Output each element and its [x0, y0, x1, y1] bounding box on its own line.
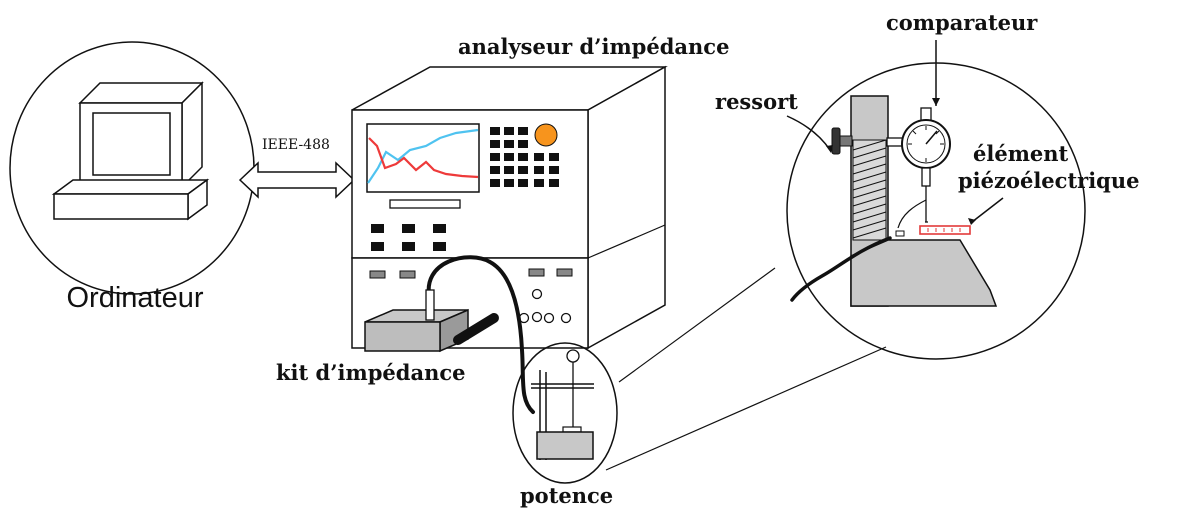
computer-monitor-icon — [78, 81, 204, 189]
computer-keyboard-icon — [51, 178, 210, 221]
double-arrow-icon — [238, 161, 356, 199]
computer-group: Ordinateur — [9, 41, 255, 314]
stand: potence — [512, 342, 618, 508]
element-label-line1: élément — [973, 141, 1069, 166]
kit-cable-end — [453, 313, 499, 345]
spring-hatching — [852, 139, 887, 241]
impedance-analyzer: analyseur d’impédance — [351, 34, 729, 350]
blue-trace — [367, 128, 479, 184]
zoom-line-upper — [618, 267, 776, 383]
analyzer-connectors — [518, 288, 572, 324]
kit-box — [364, 321, 441, 352]
ieee-488-bus: IEEE-488 — [238, 137, 356, 199]
kit-probe — [425, 289, 435, 321]
impedance-kit: kit d’impédance — [276, 255, 535, 414]
detail-view: comparateur ressort élément piézoélectri… — [715, 10, 1140, 360]
analyzer-function-keys — [371, 224, 446, 251]
analyzer-keypad — [490, 127, 559, 187]
analyzer-label: analyseur d’impédance — [458, 34, 729, 59]
stand-enclosure-circle — [512, 342, 618, 484]
kit-cable — [426, 255, 535, 414]
stand-base — [536, 431, 594, 460]
red-trace — [368, 137, 479, 179]
zoom-line-lower — [605, 346, 887, 471]
dial-gauge-icon — [901, 107, 951, 223]
clamp-screw-icon — [831, 127, 853, 155]
element-pointer-line — [971, 197, 1004, 223]
display-slot — [389, 199, 461, 209]
stand-gauge-icon — [566, 349, 580, 363]
stand-label: potence — [520, 483, 613, 508]
analyzer-display — [366, 123, 480, 193]
piezo-element — [919, 225, 971, 235]
gauge-label: comparateur — [886, 10, 1038, 35]
analyzer-lower-buttons — [369, 268, 573, 279]
knob-icon — [534, 123, 558, 147]
detail-enclosure-circle — [786, 62, 1086, 360]
spring-label: ressort — [715, 89, 798, 114]
computer-label: Ordinateur — [66, 282, 203, 314]
detail-cable — [790, 236, 892, 302]
analyzer-side-face — [587, 65, 666, 350]
kit-label: kit d’impédance — [276, 360, 465, 385]
bus-label: IEEE-488 — [262, 137, 330, 153]
element-label-line2: piézoélectrique — [958, 168, 1140, 193]
base-block — [850, 239, 998, 307]
